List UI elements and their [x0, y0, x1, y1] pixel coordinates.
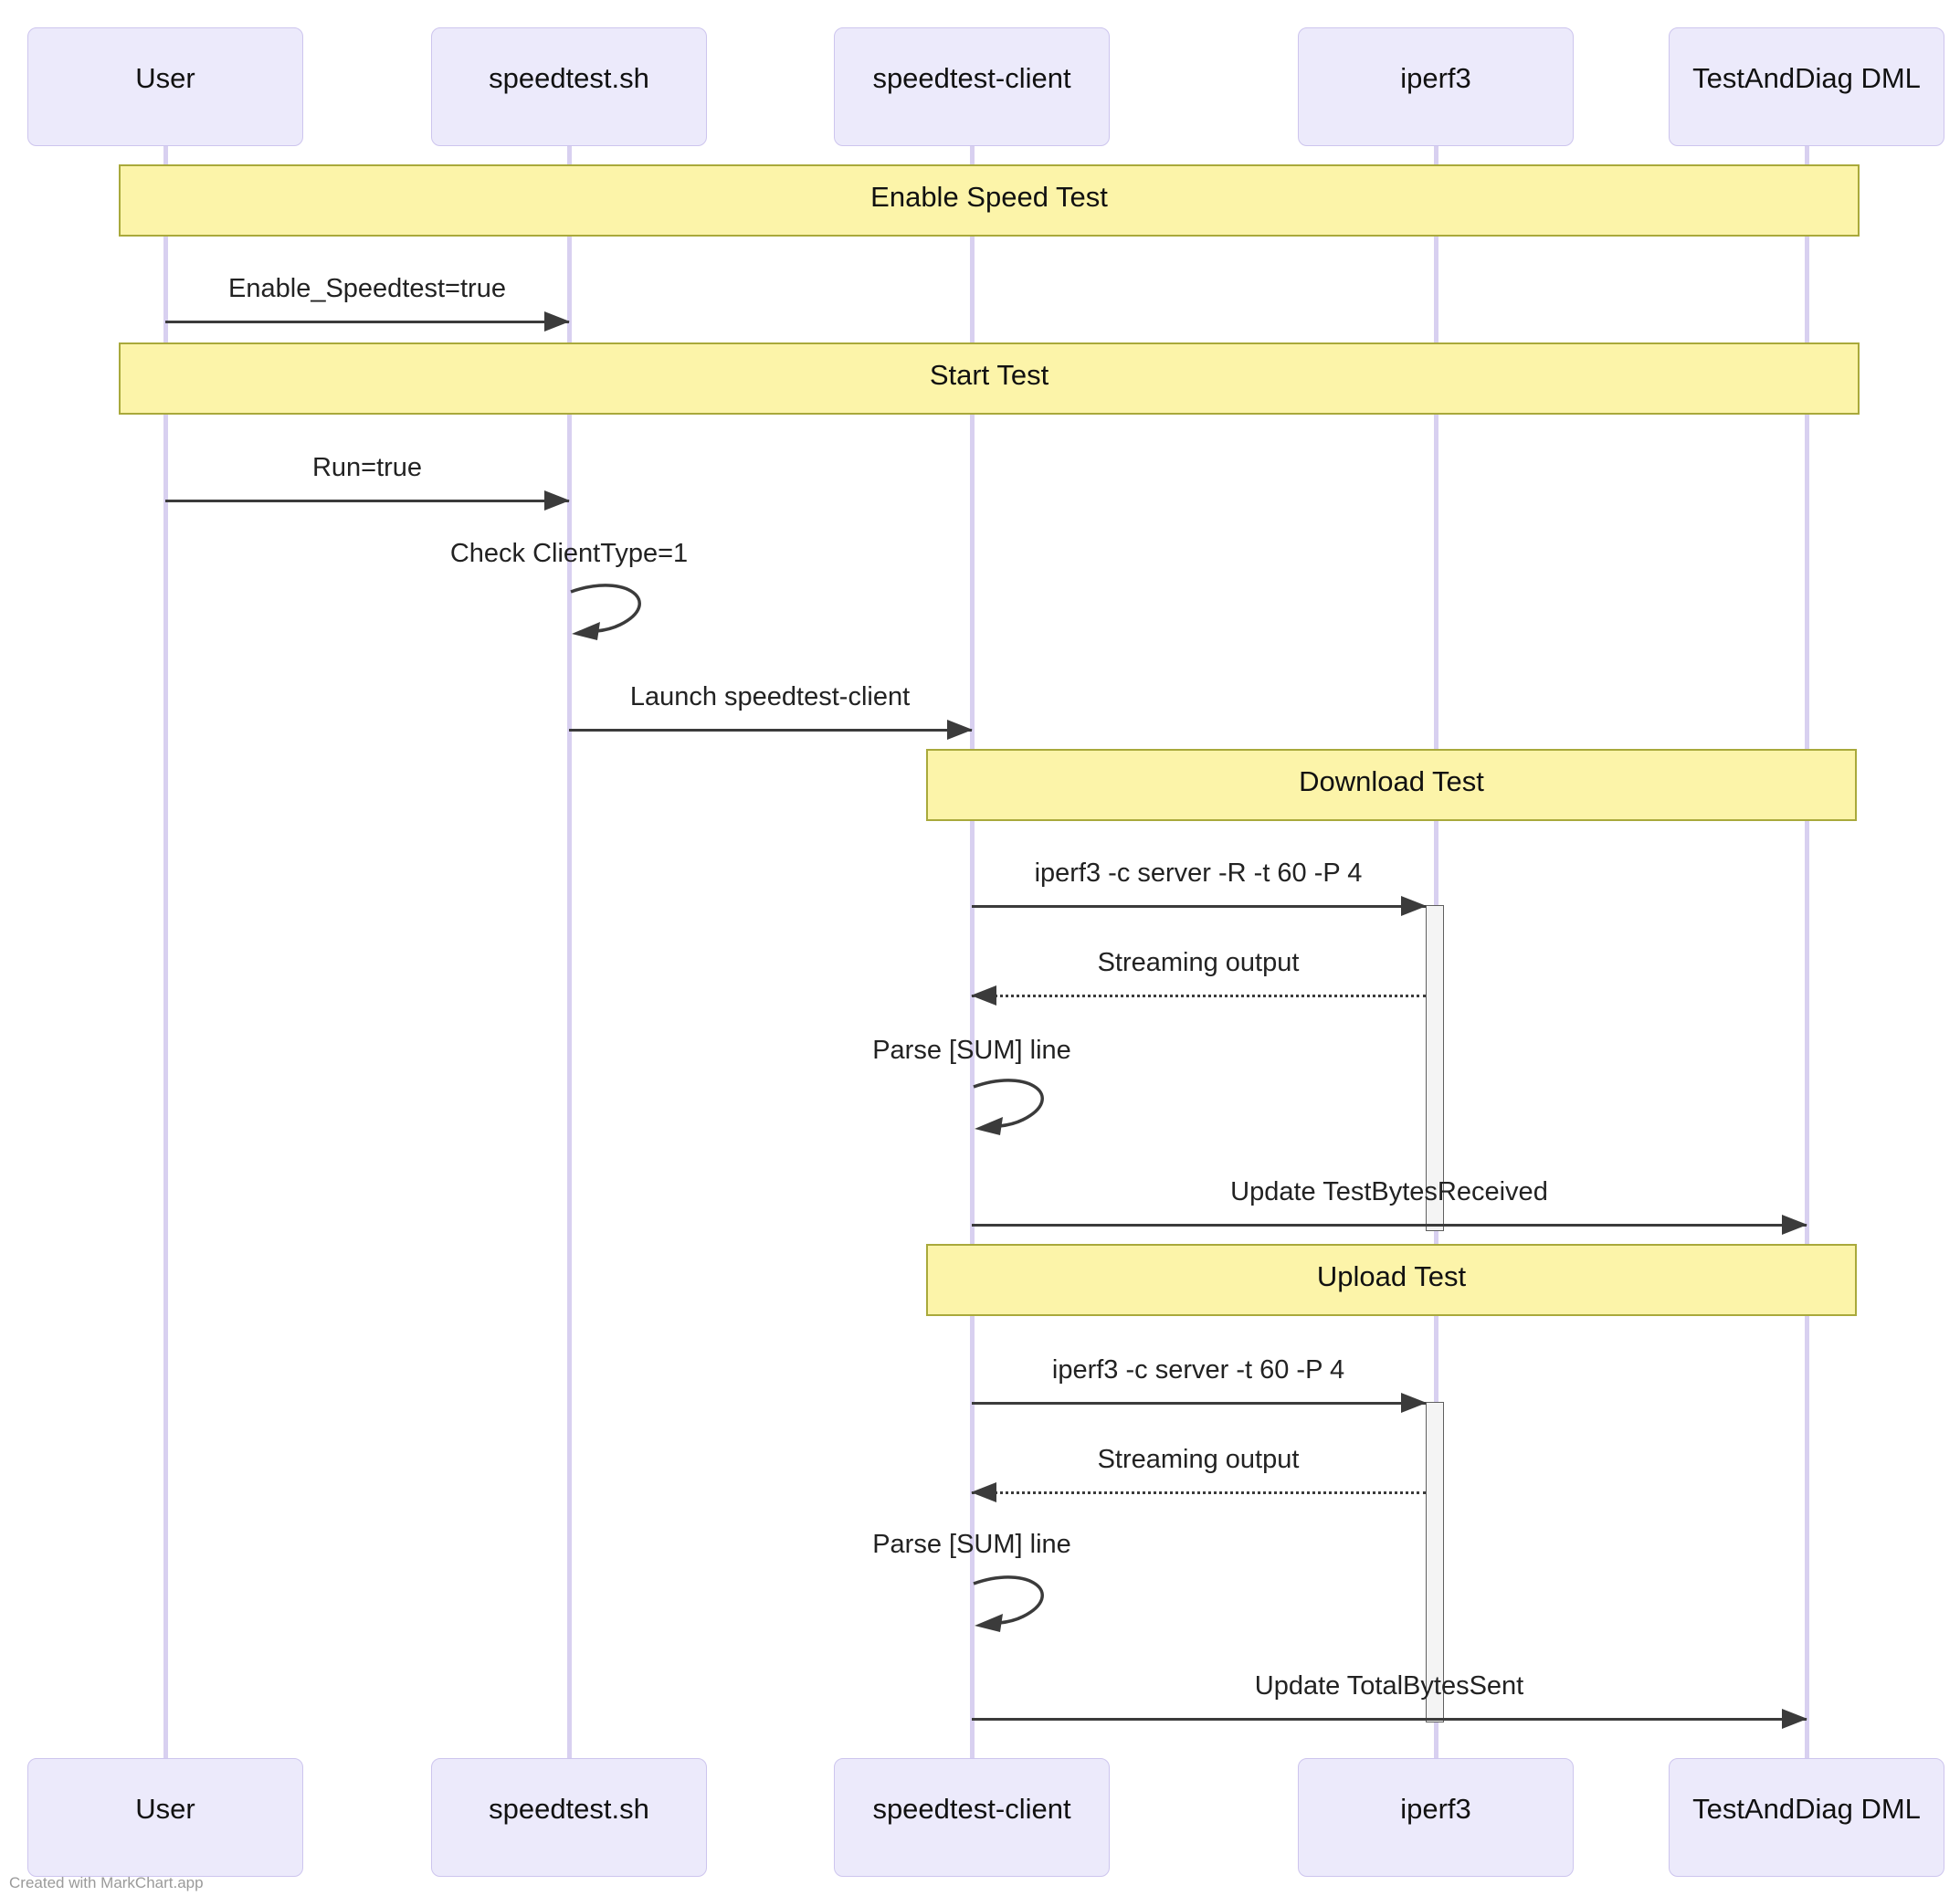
banner-label: Enable Speed Test	[870, 180, 1108, 213]
message-label-update-totalbytessent: Update TotalBytesSent	[1254, 1671, 1524, 1701]
arrowhead-icon	[544, 311, 570, 332]
arrowhead-icon	[572, 622, 600, 640]
actor-label: TestAndDiag DML	[1692, 1793, 1921, 1825]
arrowhead-icon	[1782, 1709, 1807, 1729]
arrow-iperf3-download-cmd	[972, 896, 1427, 916]
actor-box-speedtest-client-bottom: speedtest-client	[834, 1758, 1110, 1877]
arrowhead-icon	[1782, 1215, 1807, 1235]
banner-download-test: Download Test	[926, 749, 1857, 821]
self-message-label-parse-sum-upload: Parse [SUM] line	[872, 1530, 1071, 1559]
message-label-iperf3-download-cmd: iperf3 -c server -R -t 60 -P 4	[1034, 858, 1363, 888]
actor-label: speedtest-client	[872, 1793, 1071, 1825]
banner-label: Download Test	[1299, 764, 1484, 797]
arrow-iperf3-upload-cmd	[972, 1393, 1427, 1413]
message-label-run-true: Run=true	[311, 453, 423, 482]
self-loop-arrow	[570, 584, 641, 640]
lifeline-testanddiag-dml	[1805, 146, 1809, 1758]
lifeline-user	[163, 146, 168, 1758]
arrow-update-testbytesreceived	[972, 1215, 1807, 1235]
self-loop-arrow	[973, 1079, 1044, 1135]
arrowhead-icon	[971, 985, 996, 1006]
lifeline-speedtest-sh	[567, 146, 572, 1758]
banner-label: Start Test	[929, 358, 1049, 391]
arrowhead-icon	[975, 1117, 1003, 1135]
actor-box-testanddiag-dml-bottom: TestAndDiag DML	[1669, 1758, 1944, 1877]
arrowhead-icon	[1401, 1393, 1427, 1413]
activation-bar-download	[1426, 905, 1444, 1231]
self-loop-arrow	[973, 1575, 1044, 1632]
arrowhead-icon	[971, 1482, 996, 1502]
arrowhead-icon	[544, 490, 570, 511]
banner-start-test: Start Test	[119, 342, 1860, 415]
actor-label: User	[135, 62, 195, 94]
actor-label: User	[135, 1793, 195, 1825]
actor-box-iperf3-top: iperf3	[1298, 27, 1574, 146]
arrowhead-icon	[947, 720, 973, 740]
actor-label: speedtest-client	[872, 62, 1071, 94]
arrow-update-totalbytessent	[972, 1709, 1807, 1729]
arrow-streaming-output-upload	[971, 1482, 1426, 1502]
message-label-update-testbytesreceived: Update TestBytesReceived	[1230, 1177, 1548, 1206]
message-label-streaming-output-download: Streaming output	[1097, 948, 1300, 977]
actor-label: iperf3	[1400, 62, 1471, 94]
arrow-launch-client	[569, 720, 973, 740]
message-label-launch-client: Launch speedtest-client	[629, 682, 911, 711]
banner-enable-speed-test: Enable Speed Test	[119, 164, 1860, 237]
banner-label: Upload Test	[1316, 1259, 1467, 1292]
actor-box-testanddiag-dml-top: TestAndDiag DML	[1669, 27, 1944, 146]
message-label-streaming-output-upload: Streaming output	[1097, 1445, 1300, 1474]
actor-box-speedtest-sh-top: speedtest.sh	[431, 27, 707, 146]
arrowhead-icon	[1401, 896, 1427, 916]
actor-box-speedtest-client-top: speedtest-client	[834, 27, 1110, 146]
actor-label: iperf3	[1400, 1793, 1471, 1825]
actor-box-user-bottom: User	[27, 1758, 303, 1877]
actor-box-user-top: User	[27, 27, 303, 146]
arrowhead-icon	[975, 1614, 1003, 1632]
activation-bar-upload	[1426, 1402, 1444, 1722]
actor-box-speedtest-sh-bottom: speedtest.sh	[431, 1758, 707, 1877]
actor-label: speedtest.sh	[489, 62, 649, 94]
message-label-iperf3-upload-cmd: iperf3 -c server -t 60 -P 4	[1051, 1355, 1345, 1385]
self-message-label-check-clienttype: Check ClientType=1	[449, 539, 689, 568]
arrow-run-true	[165, 490, 570, 511]
arrow-enable-speedtest	[165, 311, 570, 332]
self-message-label-parse-sum-download: Parse [SUM] line	[872, 1036, 1071, 1065]
banner-upload-test: Upload Test	[926, 1244, 1857, 1316]
message-label-enable-speedtest: Enable_Speedtest=true	[228, 274, 506, 303]
actor-label: speedtest.sh	[489, 1793, 649, 1825]
actor-label: TestAndDiag DML	[1692, 62, 1921, 94]
actor-box-iperf3-bottom: iperf3	[1298, 1758, 1574, 1877]
arrow-streaming-output-download	[971, 985, 1426, 1006]
lifeline-speedtest-client	[970, 146, 975, 1758]
footer-credit: Created with MarkChart.app	[9, 1874, 204, 1891]
